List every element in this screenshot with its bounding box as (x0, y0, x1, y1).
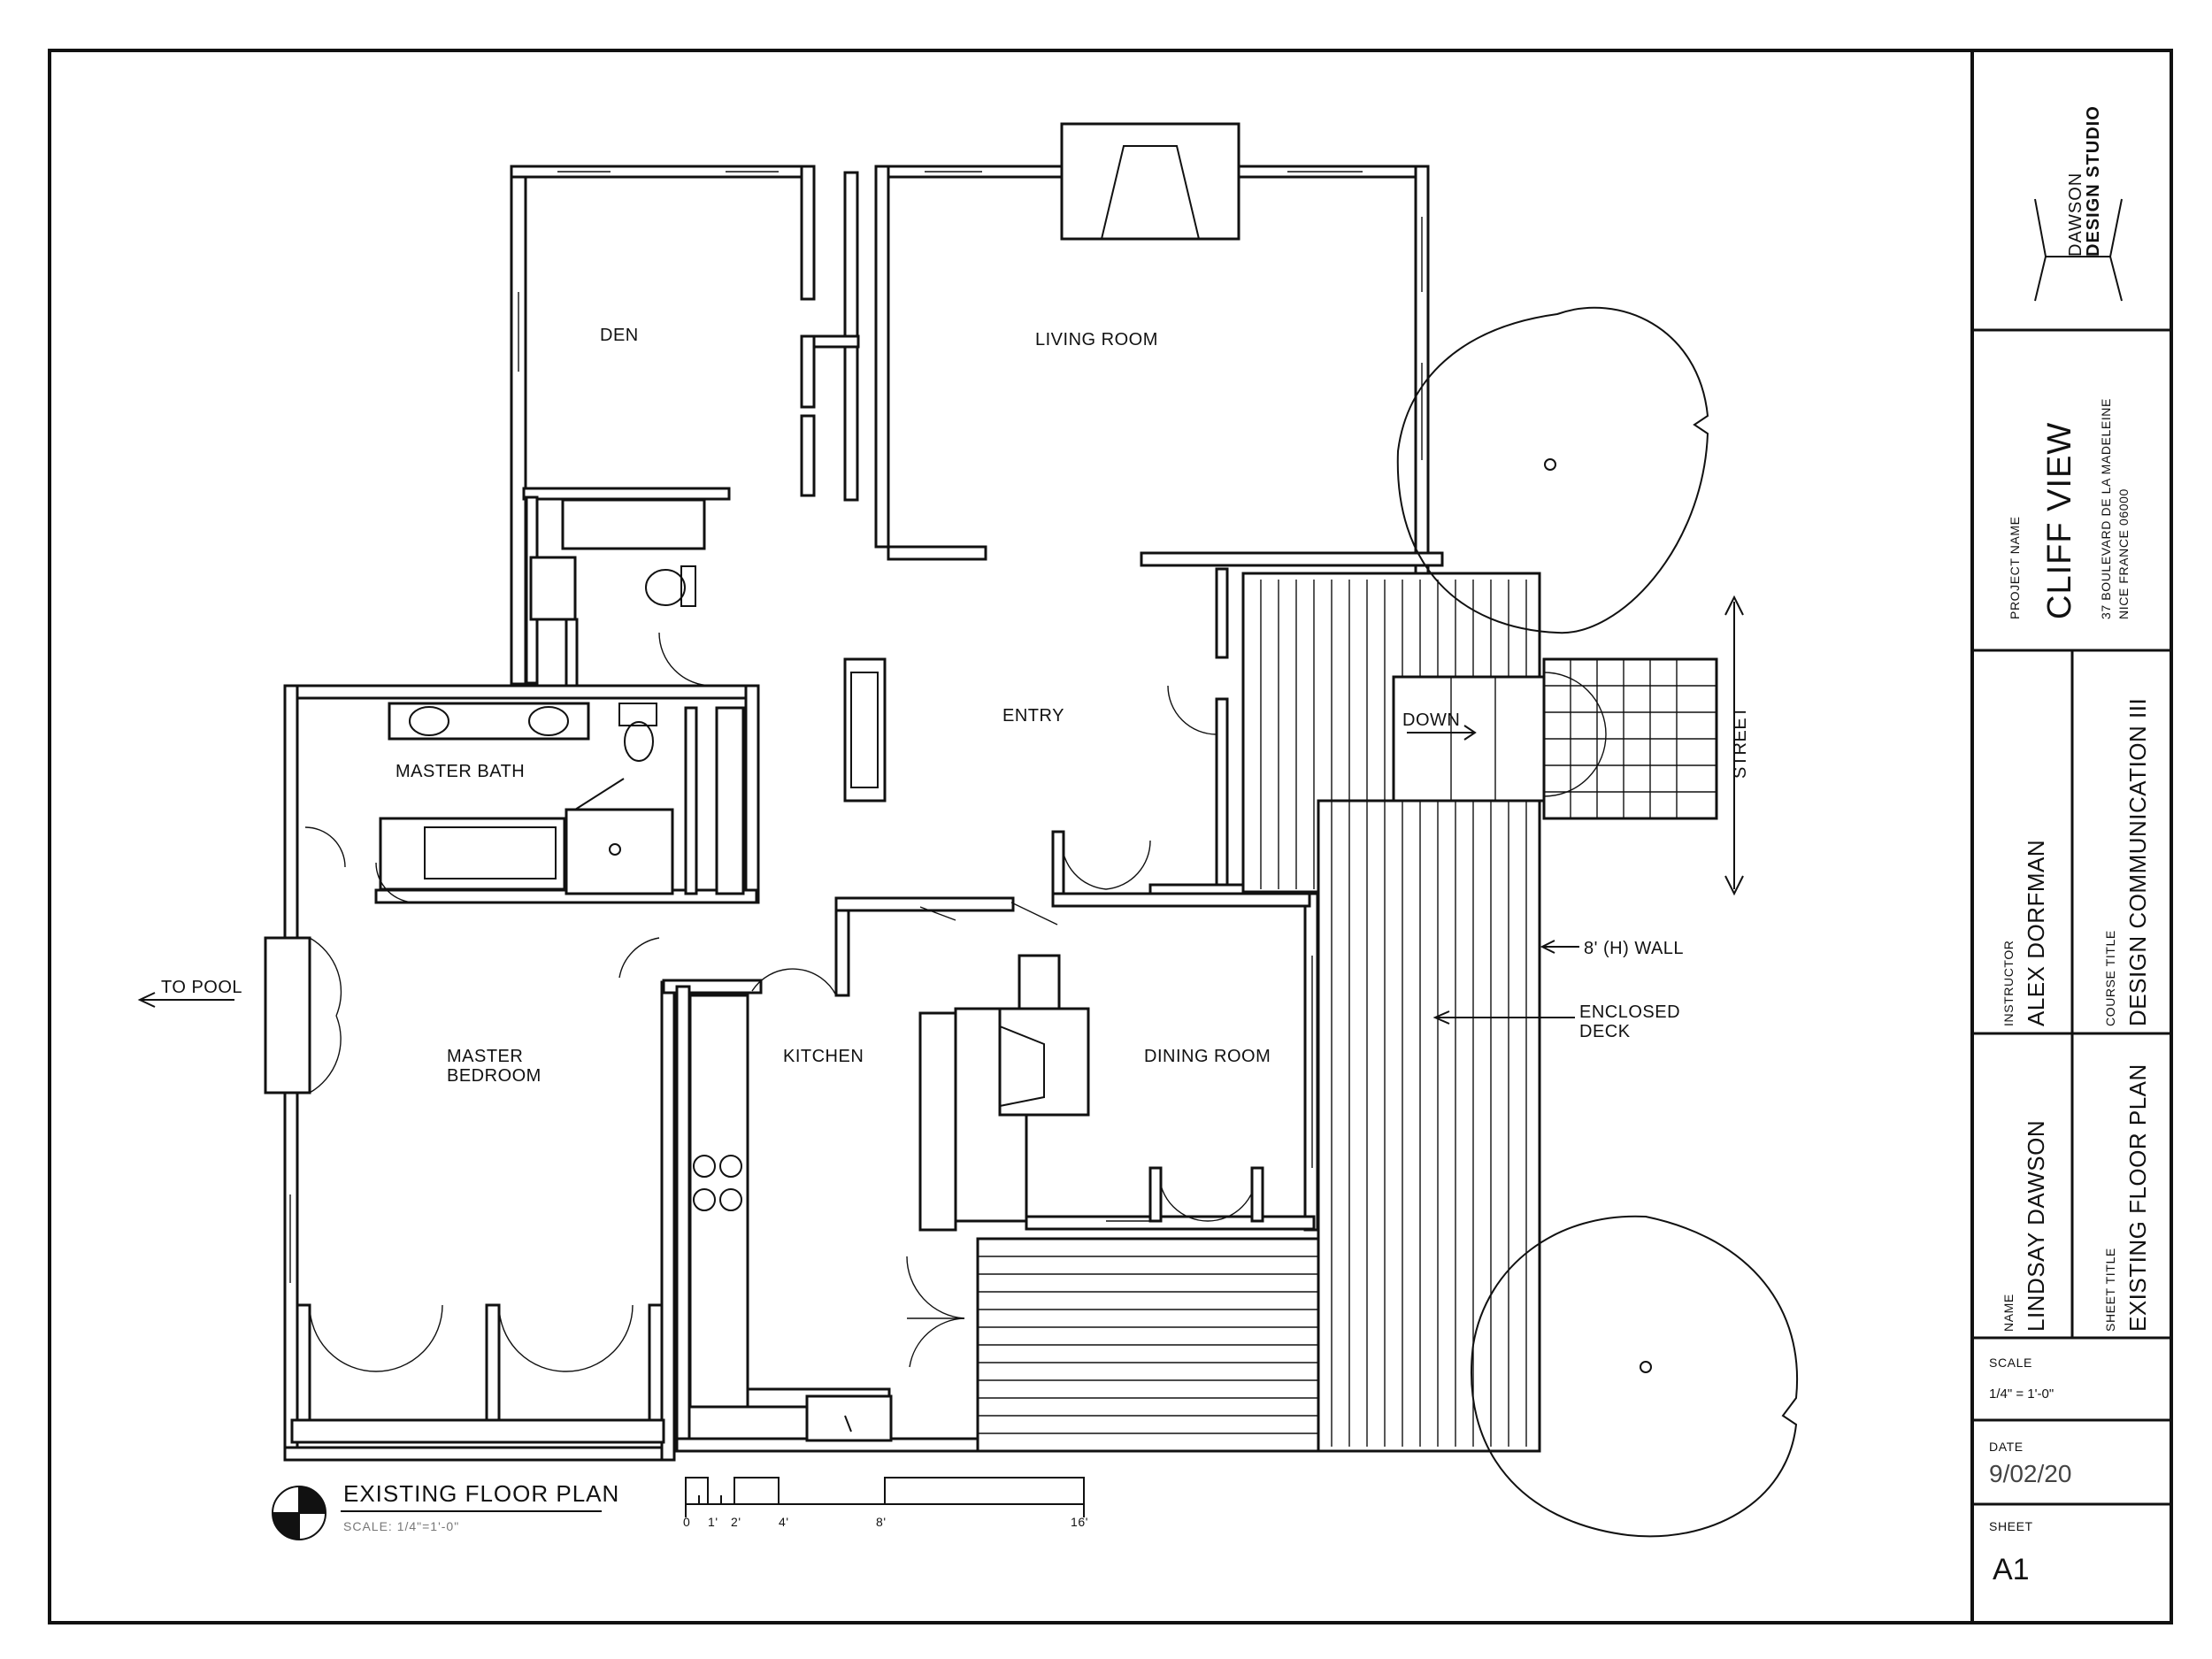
scale-value: 1/4" = 1'-0" (1989, 1386, 2054, 1402)
course-title: DESIGN COMMUNICATION III (2124, 698, 2151, 1026)
project-address-line2: NICE FRANCE 06000 (2116, 488, 2131, 619)
scale-label: SCALE (1989, 1356, 2032, 1370)
plan-title-text: EXISTING FLOOR PLAN (343, 1480, 619, 1507)
sheet-number-label: SHEET (1989, 1519, 2033, 1533)
room-label-living-room: LIVING ROOM (1035, 330, 1158, 349)
project-name: CLIFF VIEW (2041, 422, 2078, 619)
hall-bath (525, 495, 713, 687)
label-enclosed: ENCLOSED (1579, 1002, 1680, 1022)
instructor-label: INSTRUCTOR (2001, 940, 2016, 1026)
kitchen (675, 896, 1046, 1453)
studio-name-line1: DAWSON (2066, 173, 2085, 257)
label-to-pool: TO POOL (161, 978, 242, 997)
room-label-kitchen: KITCHEN (783, 1047, 864, 1066)
sheet-title: EXISTING FLOOR PLAN (2124, 1064, 2151, 1332)
dining-room (919, 892, 1319, 1232)
student-name-label: NAME (2001, 1294, 2016, 1332)
scale-bar: 0 1' 2' 4' 8' 16' (683, 1477, 1088, 1529)
studio-name-line2: DESIGN STUDIO (2084, 105, 2103, 257)
date-label: DATE (1989, 1440, 2024, 1454)
room-label-dining-room: DINING ROOM (1144, 1047, 1271, 1066)
label-street: STREET (1731, 706, 1750, 779)
project-address-line1: 37 BOULEVARD DE LA MADELEINE (2099, 398, 2113, 619)
sheet-title-label: SHEET TITLE (2103, 1248, 2117, 1332)
room-label-master: MASTER (447, 1047, 523, 1066)
room-label-entry: ENTRY (1002, 706, 1064, 726)
title-block: DAWSON DESIGN STUDIO PROJECT NAME CLIFF … (1972, 105, 2171, 1586)
plan-title: EXISTING FLOOR PLAN SCALE: 1/4"=1'-0" (272, 1480, 619, 1540)
scale-tick-1: 1' (708, 1515, 718, 1529)
trees (1396, 306, 1799, 1538)
scale-tick-0: 0 (683, 1515, 690, 1529)
instructor-name: ALEX DORFMAN (2023, 840, 2049, 1026)
room-label-den: DEN (600, 326, 639, 345)
scale-tick-8: 8' (876, 1515, 887, 1529)
project-name-label: PROJECT NAME (2008, 516, 2022, 619)
date-value: 9/02/20 (1989, 1460, 2071, 1487)
room-label-master-bath: MASTER BATH (396, 762, 525, 781)
course-title-label: COURSE TITLE (2103, 930, 2117, 1026)
sheet-number: A1 (1993, 1553, 2030, 1586)
scale-tick-4: 4' (779, 1515, 789, 1529)
label-deck: DECK (1579, 1022, 1631, 1041)
master-bedroom (264, 936, 763, 1462)
scale-tick-16: 16' (1071, 1515, 1088, 1529)
decks (976, 572, 1718, 1453)
room-label-bedroom: BEDROOM (447, 1066, 541, 1086)
annotation-arrows (137, 595, 1744, 1025)
scale-tick-2: 2' (731, 1515, 741, 1529)
studio-logo-icon (2034, 198, 2123, 302)
master-bath (283, 684, 760, 949)
plan-scale-text: SCALE: 1/4"=1'-0" (343, 1519, 459, 1533)
floor-plan: DEN LIVING ROOM ENTRY MASTER BATH MASTER… (137, 122, 1799, 1538)
student-name: LINDSAY DAWSON (2023, 1120, 2049, 1332)
label-down: DOWN (1402, 710, 1460, 730)
label-8ft-wall: 8' (H) WALL (1584, 939, 1684, 958)
living-room-walls (874, 122, 1444, 575)
sheet-border (48, 49, 2173, 1624)
